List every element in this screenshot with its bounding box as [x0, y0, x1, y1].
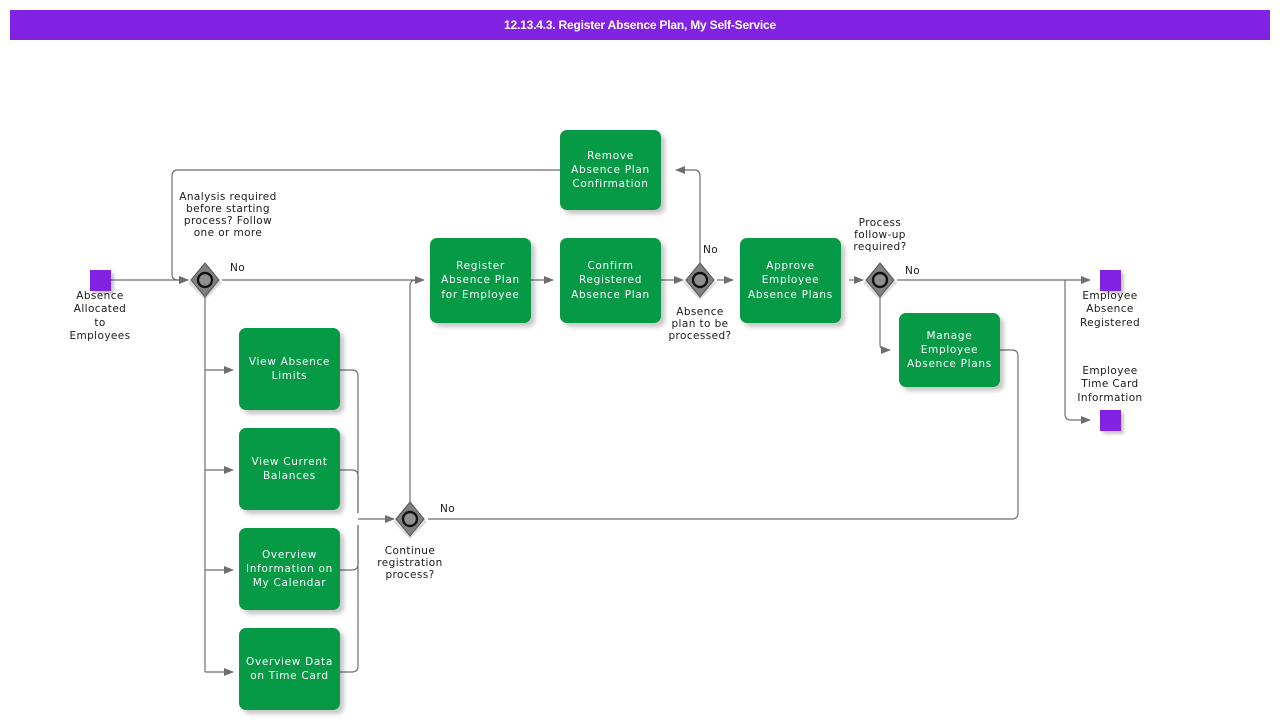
- task-view-absence-limits[interactable]: View Absence Limits: [239, 328, 340, 410]
- gateway-continue-registration[interactable]: [393, 501, 427, 539]
- gateway-absence-plan-processed[interactable]: [683, 262, 717, 300]
- task-remove-absence-plan-confirmation[interactable]: Remove Absence Plan Confirmation: [560, 130, 661, 210]
- end-event-employee-absence-registered-label: Employee Absence Registered: [1079, 290, 1141, 329]
- gateway-continue-registration-branch-no: No: [440, 503, 456, 515]
- end-event-employee-time-card-information[interactable]: [1100, 410, 1121, 431]
- gateway-continue-registration-label: Continue registration process?: [377, 545, 443, 581]
- task-register-absence-plan-for-employee[interactable]: Register Absence Plan for Employee: [430, 238, 531, 323]
- task-overview-data-on-time-card[interactable]: Overview Data on Time Card: [239, 628, 340, 710]
- task-approve-employee-absence-plans[interactable]: Approve Employee Absence Plans: [740, 238, 841, 323]
- task-manage-employee-absence-plans[interactable]: Manage Employee Absence Plans: [899, 313, 1000, 387]
- gateway-process-followup-label: Process follow-up required?: [853, 217, 907, 253]
- end-event-employee-time-card-information-label: Employee Time Card Information: [1077, 365, 1143, 404]
- task-view-current-balances[interactable]: View Current Balances: [239, 428, 340, 510]
- gateway-analysis-required-branch-no: No: [230, 262, 246, 274]
- gateway-absence-plan-processed-branch-no: No: [703, 244, 719, 256]
- start-event-absence-allocated-label: Absence Allocated to Employees: [69, 290, 131, 343]
- gateway-absence-plan-processed-label: Absence plan to be processed?: [668, 306, 732, 342]
- end-event-employee-absence-registered[interactable]: [1100, 270, 1121, 291]
- gateway-process-followup-branch-no: No: [905, 265, 921, 277]
- page-title-bar: 12.13.4.3. Register Absence Plan, My Sel…: [10, 10, 1270, 40]
- page-title: 12.13.4.3. Register Absence Plan, My Sel…: [504, 18, 776, 32]
- gateway-process-followup[interactable]: [863, 262, 897, 300]
- start-event-absence-allocated[interactable]: [90, 270, 111, 291]
- gateway-analysis-required[interactable]: [188, 262, 222, 300]
- task-overview-information-on-my-calendar[interactable]: Overview Information on My Calendar: [239, 528, 340, 610]
- gateway-analysis-required-label: Analysis required before starting proces…: [179, 191, 277, 239]
- task-confirm-registered-absence-plan[interactable]: Confirm Registered Absence Plan: [560, 238, 661, 323]
